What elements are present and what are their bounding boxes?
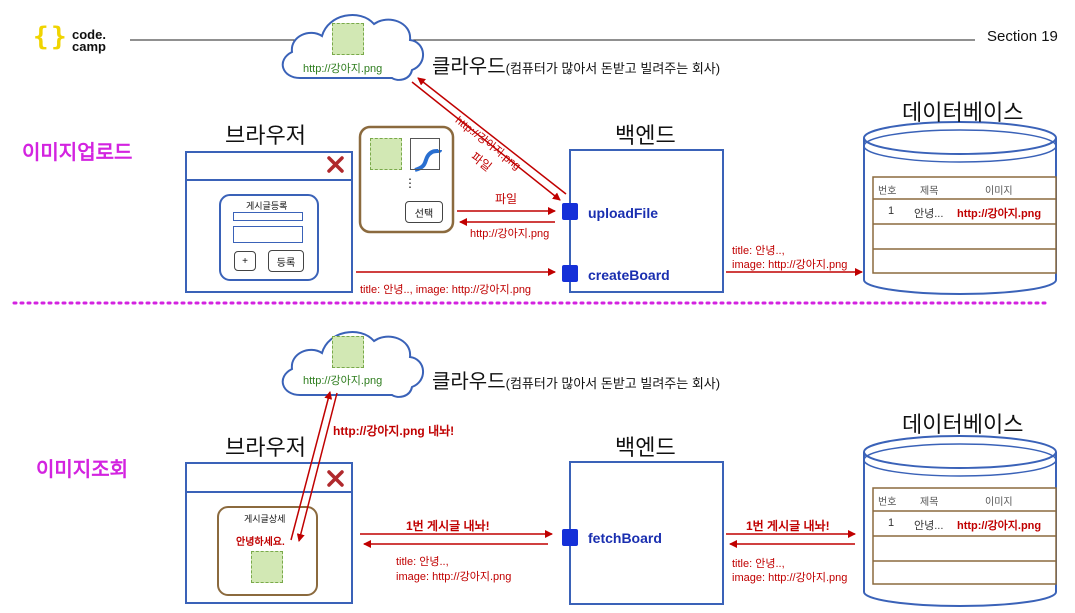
section-label: Section 19 [987, 28, 1058, 45]
arrow-cloud-to-browser [296, 392, 338, 542]
arrow-cloud-to-upload [411, 81, 561, 201]
db-header-image: 이미지 [985, 186, 1013, 197]
db-cell-image: http://강아지.png [957, 520, 1042, 532]
db-cell-no: 1 [888, 205, 895, 217]
db-title-fetch: 데이터베이스 [902, 412, 1024, 437]
submit-button[interactable]: 등록 [268, 250, 304, 272]
db-header-no: 번호 [878, 497, 897, 508]
cloud-desc-upload: 클라우드(컴퓨터가 많아서 돈받고 빌려주는 회사) [432, 50, 720, 79]
close-icon [327, 470, 344, 487]
fn-upload-file: uploadFile [588, 205, 658, 221]
dog-image-icon [370, 138, 402, 170]
label-to-db-1: title: 안녕.., [732, 245, 785, 257]
form-title-upload: 게시글등록 [246, 201, 288, 211]
arrow-browser-to-cloud [290, 391, 333, 541]
label-db-response-2: image: http://강아지.png [732, 572, 848, 584]
fn-create-board: createBoard [588, 267, 670, 283]
dog-image-icon [332, 336, 364, 368]
db-header-title: 제목 [920, 497, 939, 508]
close-icon [327, 156, 344, 173]
picker-ellipsis: ⋮ [404, 176, 416, 190]
logo-brace-right: } [51, 22, 67, 52]
db-cell-image: http://강아지.png [957, 208, 1042, 220]
label-cloud-request: http://강아지.png 내놔! [333, 424, 455, 438]
label-create: title: 안녕.., image: http://강아지.png [360, 284, 532, 296]
db-header-title: 제목 [920, 186, 939, 197]
upload-file-port [562, 203, 578, 220]
content-field[interactable] [233, 226, 303, 243]
db-cylinder-top-upload [863, 121, 1057, 155]
logo-line2: camp [72, 39, 106, 54]
detail-text: 안녕하세요. [236, 537, 285, 548]
cloud-desc-main: 클라우드 [432, 56, 506, 78]
browser-title-fetch: 브라우저 [225, 435, 306, 460]
cloud-desc-fetch: 클라우드(컴퓨터가 많아서 돈받고 빌려주는 회사) [432, 365, 720, 394]
label-file-right: 파일 [495, 192, 518, 206]
dog-image-icon [251, 551, 283, 583]
label-board-response-1: title: 안녕.., [396, 556, 449, 568]
select-button[interactable]: 선택 [405, 201, 443, 223]
cloud-url-upload: http://강아지.png [303, 63, 383, 75]
backend-title-upload: 백엔드 [615, 123, 676, 148]
db-cell-title: 안녕... [914, 520, 944, 532]
db-title-upload: 데이터베이스 [902, 100, 1024, 125]
db-header-no: 번호 [878, 186, 897, 197]
fetch-side-title: 이미지조회 [36, 459, 128, 481]
logo-line1: code. [72, 27, 106, 42]
cloud-desc-main: 클라우드 [432, 371, 506, 393]
label-board-request: 1번 게시글 내놔! [406, 519, 490, 533]
label-db-response-1: title: 안녕.., [732, 558, 785, 570]
db-table-upload [872, 176, 1057, 274]
logo-brace-left: { [33, 22, 49, 52]
cloud-desc-sub: (컴퓨터가 많아서 돈받고 빌려주는 회사) [505, 376, 721, 391]
river-tile [410, 138, 440, 170]
db-cell-no: 1 [888, 517, 895, 529]
db-header-image: 이미지 [985, 497, 1013, 508]
backend-box-upload [569, 149, 724, 293]
fn-fetch-board: fetchBoard [588, 530, 662, 546]
label-url-back: http://강아지.png [470, 228, 550, 240]
db-cell-title: 안녕... [914, 208, 944, 220]
browser-title-upload: 브라우저 [225, 123, 306, 148]
create-board-port [562, 265, 578, 282]
detail-title: 게시글상세 [244, 514, 286, 524]
title-field[interactable] [233, 212, 303, 221]
backend-box-fetch [569, 461, 724, 605]
upload-side-title: 이미지업로드 [22, 142, 133, 164]
add-image-button[interactable]: + [234, 251, 256, 271]
dog-image-icon [332, 23, 364, 55]
arrow-upload-to-cloud [417, 77, 567, 195]
cloud-url-fetch: http://강아지.png [303, 375, 383, 387]
fetch-board-port [562, 529, 578, 546]
backend-title-fetch: 백엔드 [615, 435, 676, 460]
label-db-request: 1번 게시글 내놔! [746, 519, 830, 533]
cloud-desc-sub: (컴퓨터가 많아서 돈받고 빌려주는 회사) [505, 61, 721, 76]
label-board-response-2: image: http://강아지.png [396, 571, 512, 583]
label-to-db-2: image: http://강아지.png [732, 259, 848, 271]
